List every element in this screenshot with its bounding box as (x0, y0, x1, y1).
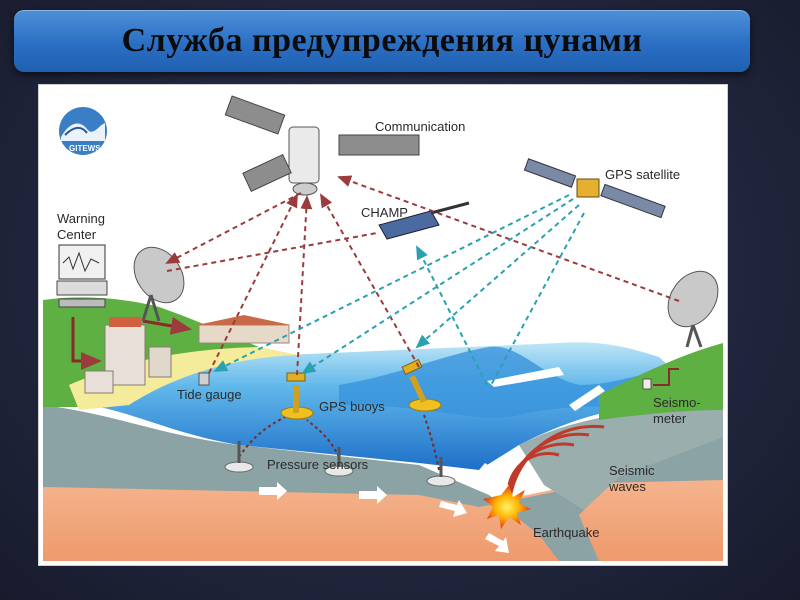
tectonic-plate (43, 405, 723, 561)
slide-title-bar: Служба предупреждения цунами (14, 10, 750, 72)
slide-title: Служба предупреждения цунами (121, 22, 643, 59)
label-earthquake: Earthquake (533, 525, 600, 540)
label-tide-gauge: Tide gauge (177, 387, 242, 402)
diagram-canvas: GITEWS Communication GPS satellite CHAMP… (43, 95, 723, 561)
gps-satellite (523, 158, 666, 219)
red-signal-lines (165, 175, 680, 376)
warning-center-monitor (56, 244, 108, 308)
tide-gauge-icon (198, 372, 210, 386)
beach (69, 347, 299, 410)
pressure-sensors (224, 441, 456, 487)
label-seismic-waves-2: waves (608, 479, 646, 494)
label-seismometer-2: meter (653, 411, 687, 426)
plate-motion-arrows (259, 482, 509, 553)
earthquake-burst (483, 485, 531, 529)
teal-signal-lines (213, 194, 585, 386)
label-champ: CHAMP (361, 205, 408, 220)
label-communication: Communication (375, 119, 465, 134)
seismometer-icon (642, 368, 679, 390)
right-land (599, 343, 723, 420)
label-gps-satellite: GPS satellite (605, 167, 680, 182)
label-pressure-sensors: Pressure sensors (267, 457, 369, 472)
gps-buoy-left (280, 372, 314, 420)
label-warning-center-2: Center (57, 227, 97, 242)
tsunami-warning-diagram: GITEWS Communication GPS satellite CHAMP… (38, 84, 728, 566)
label-gps-buoys: GPS buoys (319, 399, 385, 414)
communication-satellite (224, 95, 420, 196)
dish-to-town-arrow (142, 317, 192, 335)
right-satellite-dish (667, 270, 719, 348)
label-warning-center-1: Warning (57, 211, 105, 226)
wave-motion-arrows (479, 367, 605, 470)
gitews-logo: GITEWS (59, 107, 107, 155)
logo-text: GITEWS (69, 144, 101, 153)
label-seismometer-1: Seismo- (653, 395, 701, 410)
champ-satellite (378, 201, 470, 240)
warning-link-arrow (71, 317, 102, 370)
sensor-signal-arcs (238, 414, 440, 471)
label-seismic-waves-1: Seismic (609, 463, 655, 478)
buildings (84, 315, 291, 394)
seismic-wave-arcs (507, 424, 605, 510)
